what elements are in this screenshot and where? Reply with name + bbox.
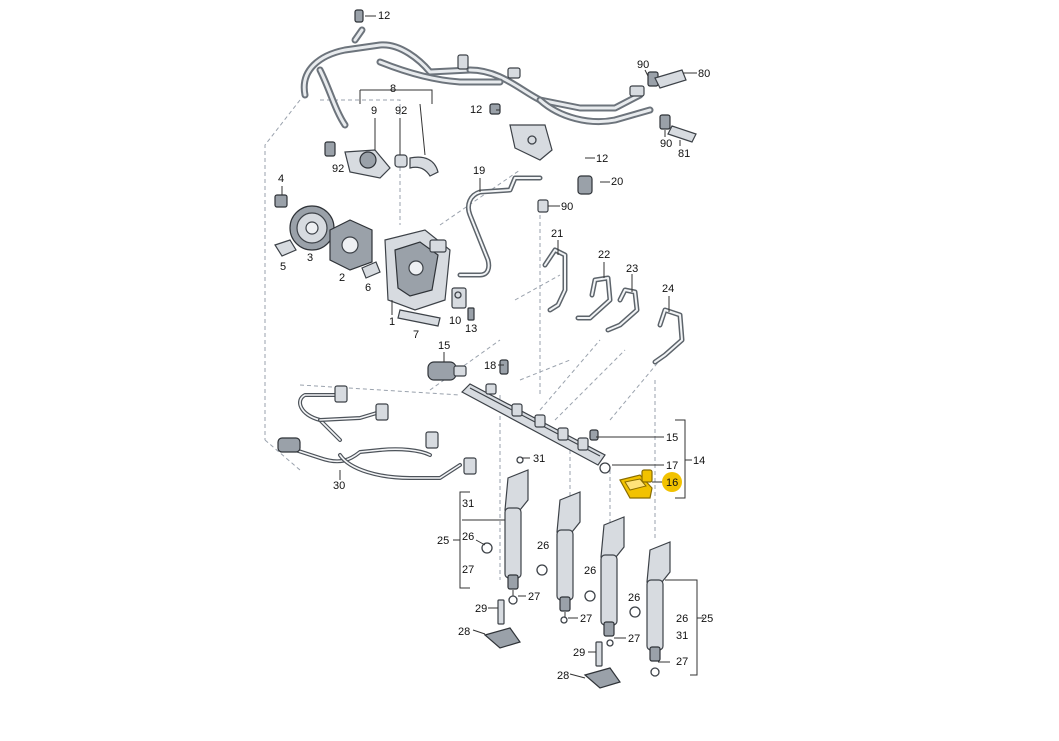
callout-15: 15 (666, 432, 678, 444)
callout-31: 31 (676, 630, 688, 642)
leader-lines (281, 15, 704, 679)
callout-15: 15 (438, 340, 450, 352)
callout-1: 1 (389, 316, 395, 328)
callout-13: 13 (465, 323, 477, 335)
callout-28: 28 (557, 670, 569, 682)
callout-27: 27 (528, 591, 540, 603)
callout-22: 22 (598, 249, 610, 261)
callout-80: 80 (698, 68, 710, 80)
injector-2 (556, 491, 581, 618)
callout-24: 24 (662, 283, 674, 295)
pressure-sensor (427, 359, 509, 381)
callout-28: 28 (458, 626, 470, 638)
callout-26: 26 (584, 565, 596, 577)
callout-8: 8 (390, 83, 396, 95)
callout-9: 9 (371, 105, 377, 117)
callout-26: 26 (462, 531, 474, 543)
callout-27: 27 (628, 633, 640, 645)
callout-10: 10 (449, 315, 461, 327)
callout-16-marker (662, 472, 682, 492)
injector-4 (646, 541, 671, 677)
injector-3 (600, 516, 625, 637)
callout-29: 29 (573, 647, 585, 659)
callout-27: 27 (676, 656, 688, 668)
callout-23: 23 (626, 263, 638, 275)
fuel-return-hose-assembly (300, 9, 697, 161)
highlighted-part-16 (619, 469, 653, 499)
callout-3: 3 (307, 252, 313, 264)
callout-2: 2 (339, 272, 345, 284)
callout-14: 14 (693, 455, 705, 467)
callout-30: 30 (333, 480, 345, 492)
callout-25: 25 (701, 613, 713, 625)
callout-4: 4 (278, 173, 284, 185)
callout-92: 92 (332, 163, 344, 175)
callout-12: 12 (596, 153, 608, 165)
reference-lines (264, 99, 661, 580)
callout-90: 90 (660, 138, 672, 150)
callout-12: 12 (378, 10, 390, 22)
callout-27: 27 (580, 613, 592, 625)
callout-19: 19 (473, 165, 485, 177)
fuel-injectors (481, 456, 671, 677)
callout-20: 20 (611, 176, 623, 188)
callout-31: 31 (462, 498, 474, 510)
callout-21: 21 (551, 228, 563, 240)
callout-26: 26 (628, 592, 640, 604)
callout-26: 26 (537, 540, 549, 552)
injector-1 (504, 469, 529, 605)
callout-12: 12 (470, 104, 482, 116)
callout-90: 90 (561, 201, 573, 213)
callout-5: 5 (280, 261, 286, 273)
callout-labels: 12 90 80 8 9 92 12 90 81 12 20 92 4 19 9… (278, 10, 713, 682)
callout-90: 90 (637, 59, 649, 71)
callout-25: 25 (437, 535, 449, 547)
callout-18: 18 (484, 360, 496, 372)
injector-wiring-harness (277, 385, 477, 480)
callout-92: 92 (395, 105, 407, 117)
callout-17: 17 (666, 460, 678, 472)
high-pressure-pipes (457, 175, 685, 365)
callout-29: 29 (475, 603, 487, 615)
callout-26: 26 (676, 613, 688, 625)
pump-connectors (324, 141, 439, 179)
callout-27: 27 (462, 564, 474, 576)
high-pressure-pump (384, 229, 475, 327)
callout-16: 16 (666, 477, 678, 489)
fuel-rail (461, 383, 611, 474)
pump-sprocket-and-hub (274, 194, 381, 279)
callout-81: 81 (678, 148, 690, 160)
injector-clamps (483, 599, 621, 689)
callout-6: 6 (365, 282, 371, 294)
callout-31: 31 (533, 453, 545, 465)
callout-7: 7 (413, 329, 419, 341)
